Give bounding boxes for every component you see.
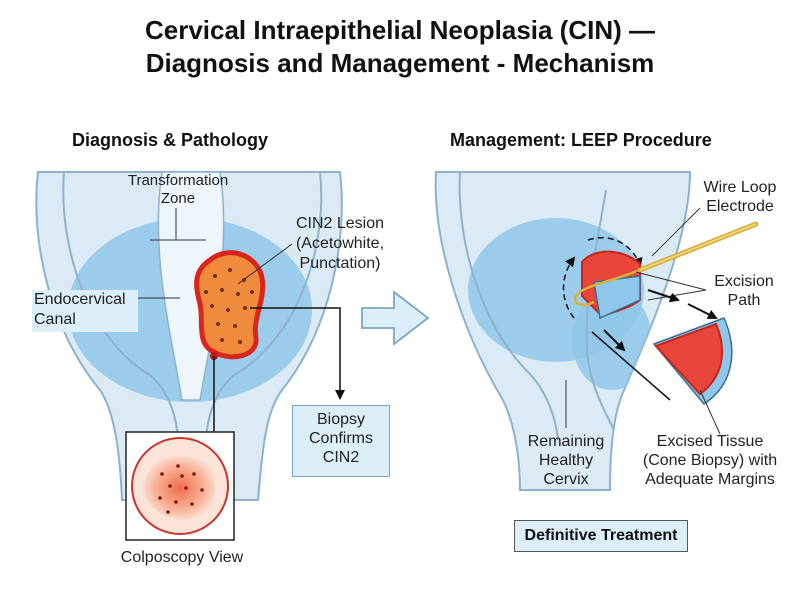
excised-cone (652, 317, 733, 405)
cin2-lesion (194, 250, 266, 360)
transformation-zone-label: Transformation Zone (127, 172, 229, 207)
lesion-label: CIN2 Lesion (Acetowhite, Punctation) (295, 215, 385, 272)
remaining-cervix-label: Remaining Healthy Cervix (527, 433, 605, 488)
colposcopy-label: Colposcopy View (120, 549, 244, 566)
left-canal-wall-left (62, 171, 179, 446)
right-cervix-diagram (434, 171, 759, 491)
excision-path-label: Excision Path (714, 273, 774, 309)
left-canal-wall-right (205, 171, 323, 446)
management-heading: Management: LEEP Procedure (450, 130, 712, 150)
endocervical-canal-label: Endocervical Canal (32, 290, 138, 332)
diagnosis-heading: Diagnosis & Pathology (72, 130, 269, 150)
excised-tissue-label: Excised Tissue (Cone Biopsy) with Adequa… (642, 433, 778, 488)
electrode-label: Wire Loop Electrode (703, 179, 777, 215)
biopsy-result-box: Biopsy Confirms CIN2 (292, 405, 390, 477)
title-line-1: Cervical Intraepithelial Neoplasia (CIN)… (144, 15, 656, 45)
definitive-treatment-box: Definitive Treatment (514, 520, 688, 552)
transition-arrow (361, 290, 430, 346)
lesion-punctation-dots (204, 268, 254, 344)
excision-path-dashed (587, 237, 643, 268)
page-title: Cervical Intraepithelial Neoplasia (CIN)… (0, 14, 800, 80)
title-line-2: Diagnosis and Management - Mechanism (145, 48, 655, 78)
